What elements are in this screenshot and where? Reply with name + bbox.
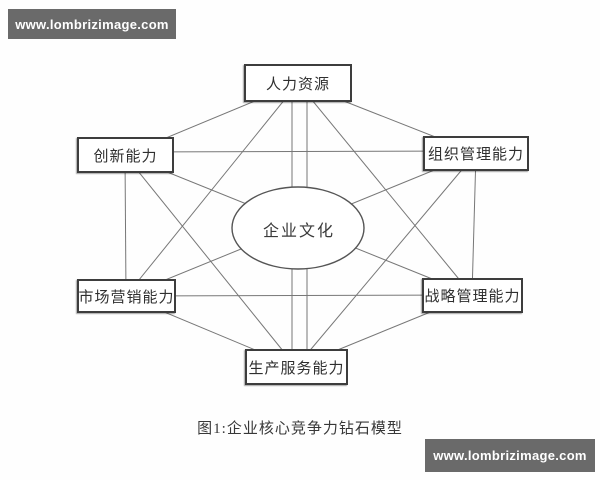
watermark-banner-top-left: www.lombrizimage.com bbox=[8, 9, 176, 39]
node-marketing: 市场营销能力 bbox=[77, 279, 176, 313]
figure-caption: 图1:企业核心竞争力钻石模型 bbox=[197, 421, 403, 437]
node-innovation: 创新能力 bbox=[77, 137, 174, 173]
node-strategy-management: 战略管理能力 bbox=[422, 278, 523, 313]
node-corporate-culture-label: 企业文化 bbox=[262, 223, 335, 240]
node-production-service: 生产服务能力 bbox=[245, 349, 348, 385]
watermark-banner-bottom-right: www.lombrizimage.com bbox=[425, 439, 595, 472]
corporate-culture-ellipse bbox=[231, 186, 365, 270]
node-org-management: 组织管理能力 bbox=[423, 136, 529, 171]
node-human-resources: 人力资源 bbox=[244, 64, 352, 102]
